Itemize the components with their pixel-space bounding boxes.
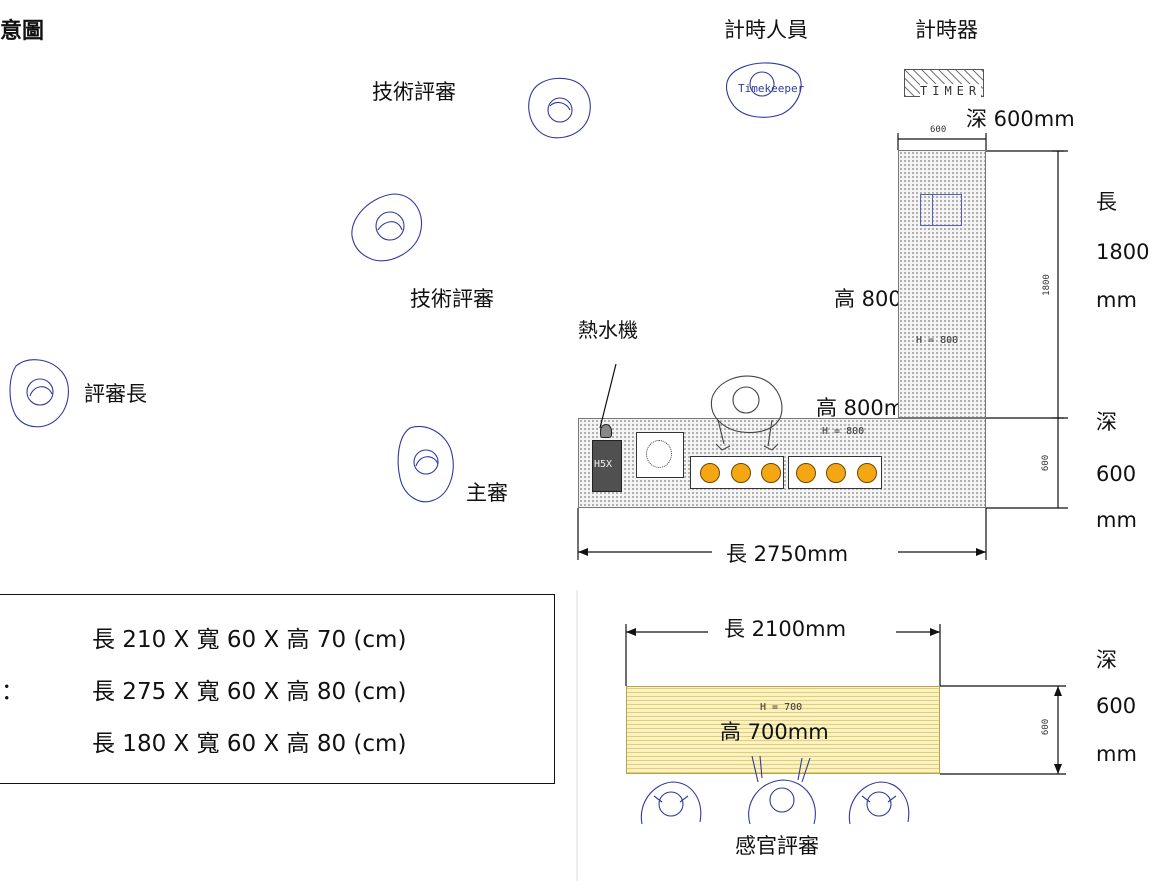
hot-water-machine-label: 熱水機: [578, 318, 638, 342]
length-right-label-1: 長: [1096, 190, 1117, 214]
sensory-judge-figure-3: [848, 781, 910, 825]
grinder-box: [636, 432, 684, 478]
timer-label: 計時器: [915, 18, 978, 42]
sensory-judge-figure-1: [640, 781, 702, 825]
tech-judge-top-figure: [528, 77, 591, 139]
sensory-table-height-label: 高 700mm: [720, 720, 829, 744]
hot-water-knob-icon: [600, 424, 612, 438]
main-length-label: 長 2750mm: [722, 542, 853, 568]
depth-bot-label-1: 深: [1096, 648, 1117, 672]
main-judge-figure: [397, 426, 454, 503]
barista-figure: [710, 375, 783, 451]
tech-judge-label-top: 技術評審: [372, 80, 456, 104]
timer-device-tag: TIMER: [920, 84, 982, 98]
tech-judge-middle-figure: [351, 193, 422, 262]
grinder-circle-icon: [646, 440, 672, 468]
hot-water-machine: [592, 440, 622, 492]
sensory-table: [626, 686, 940, 774]
depth-mid-label-2: 600: [1096, 462, 1137, 486]
timekeeper-label: 計時人員: [724, 18, 808, 42]
head-judge-figure: [9, 359, 69, 428]
dim-600-top: 600: [930, 125, 947, 135]
depth-mid-label-3: mm: [1096, 508, 1137, 532]
sensory-table-h700: H = 700: [760, 702, 803, 713]
length-right-label-3: mm: [1096, 288, 1137, 312]
main-judge-label: 主審: [466, 481, 508, 505]
burner-3: [761, 463, 781, 483]
depth-bot-label-3: mm: [1096, 742, 1137, 766]
hot-water-leader-line: [599, 363, 617, 429]
legend-row-3: 長 180 X 寬 60 X 高 80 (cm): [92, 731, 407, 757]
sensory-length-label: 長 2100mm: [720, 617, 851, 643]
legend-row-1: 長 210 X 寬 60 X 高 70 (cm): [92, 627, 407, 653]
legend-row-2-prefix: )：: [0, 679, 24, 705]
burner-1: [700, 463, 720, 483]
tech-judge-label-middle: 技術評審: [410, 287, 494, 311]
burner-5: [826, 463, 846, 483]
table-size-legend: [0, 594, 555, 784]
diagram-title: 示意圖: [0, 18, 45, 44]
burner-4: [796, 463, 816, 483]
sensory-judge-figure-2: [748, 755, 816, 825]
burner-2: [731, 463, 751, 483]
side-table-h800: H = 800: [916, 335, 959, 346]
burner-6: [857, 463, 877, 483]
side-table-square-inner: [932, 194, 933, 226]
depth-top-label: 深 600mm: [966, 107, 1075, 131]
timekeeper-tag: Timekeeper: [738, 82, 805, 95]
depth-bot-label-2: 600: [1096, 694, 1137, 718]
sensory-judge-label: 感官評審: [735, 834, 819, 858]
side-table-square-icon: [920, 194, 962, 226]
legend-row-2: 長 275 X 寬 60 X 高 80 (cm): [92, 679, 407, 705]
depth-mid-label-1: 深: [1096, 410, 1117, 434]
length-right-label-2: 1800: [1096, 240, 1150, 264]
hot-water-machine-tag: H5X: [594, 459, 613, 470]
head-judge-label: 評審長: [84, 382, 147, 406]
main-counter-h800: H = 800: [822, 426, 865, 437]
timekeeper-figure: [725, 62, 802, 118]
